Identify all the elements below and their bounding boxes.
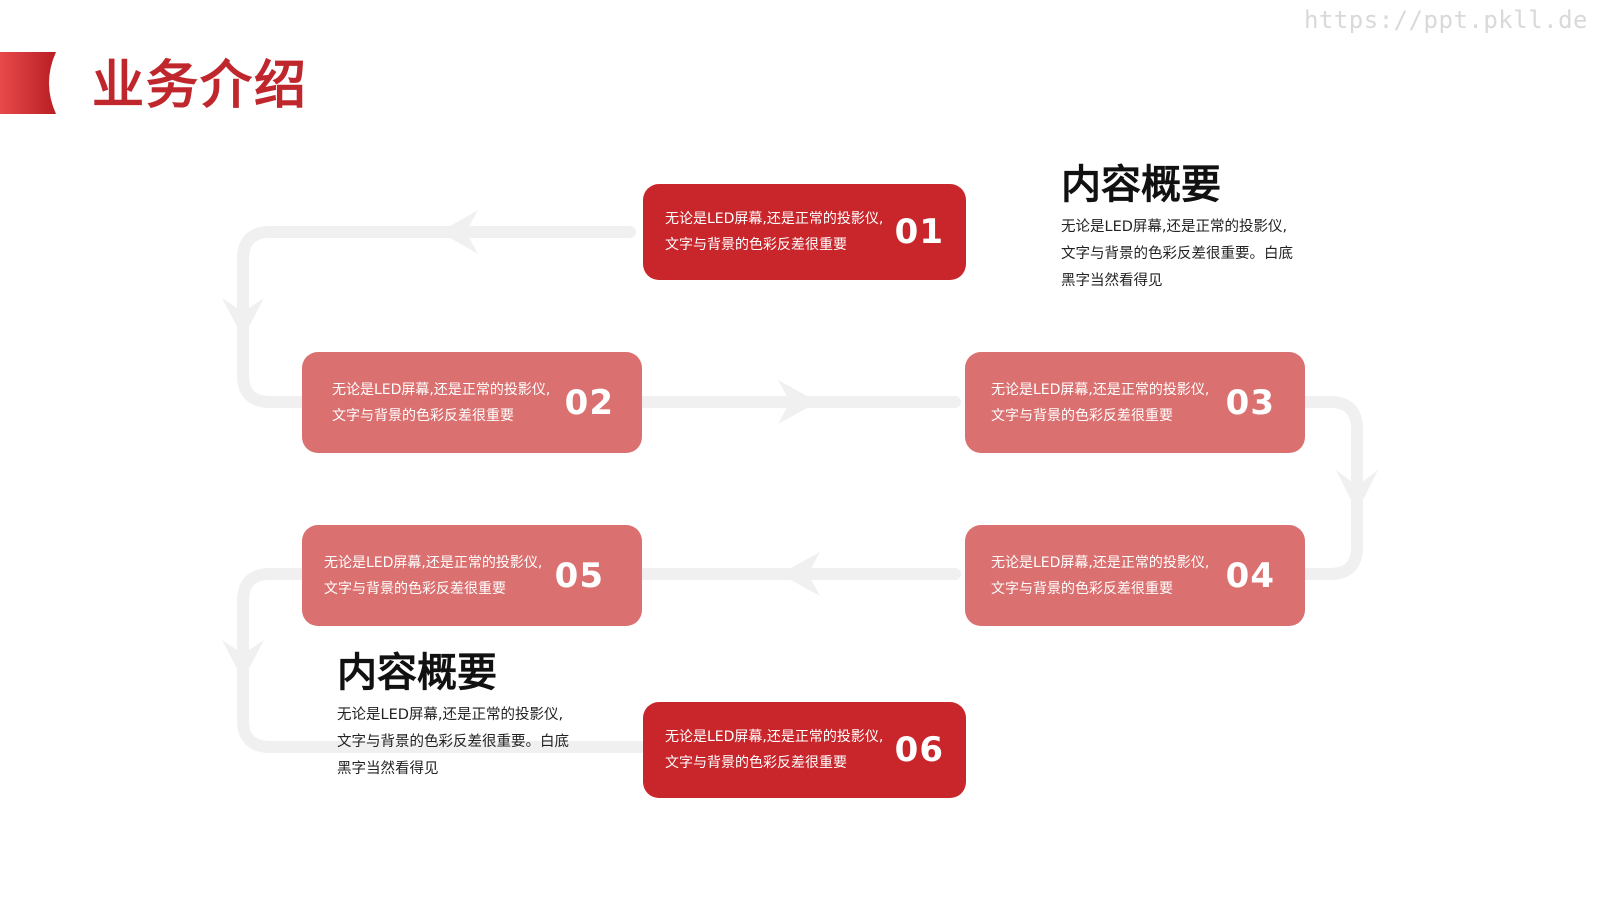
step-number: 03 [1225, 382, 1275, 423]
step-card-01: 无论是LED屏幕,还是正常的投影仪,文字与背景的色彩反差很重要 01 [643, 184, 966, 280]
summary-title: 内容概要 [337, 650, 497, 696]
summary-body: 无论是LED屏幕,还是正常的投影仪,文字与背景的色彩反差很重要。白底黑字当然看得… [1061, 219, 1293, 289]
arrow-down-right [1336, 470, 1378, 512]
summary-top: 内容概要 无论是LED屏幕,还是正常的投影仪,文字与背景的色彩反差很重要。白底黑… [1061, 160, 1297, 295]
step-card-03: 无论是LED屏幕,还是正常的投影仪,文字与背景的色彩反差很重要 03 [965, 352, 1305, 453]
arrow-left-top [440, 210, 478, 254]
arrow-down-left-bottom [222, 640, 264, 680]
step-number: 05 [554, 555, 604, 596]
step-text: 无论是LED屏幕,还是正常的投影仪,文字与背景的色彩反差很重要 [665, 211, 884, 253]
summary-title: 内容概要 [1061, 162, 1221, 208]
step-card-06: 无论是LED屏幕,还是正常的投影仪,文字与背景的色彩反差很重要 06 [643, 702, 966, 798]
arrow-left-mid [780, 552, 820, 596]
step-number: 06 [894, 730, 944, 770]
title-accent-shape [0, 52, 56, 114]
step-text: 无论是LED屏幕,还是正常的投影仪,文字与背景的色彩反差很重要 [991, 554, 1210, 597]
step-card-05: 无论是LED屏幕,还是正常的投影仪,文字与背景的色彩反差很重要 05 [302, 525, 642, 626]
watermark-url: https://ppt.pkll.de [1303, 6, 1588, 34]
step-number: 04 [1225, 555, 1275, 596]
step-number: 01 [894, 212, 944, 252]
step-card-04: 无论是LED屏幕,还是正常的投影仪,文字与背景的色彩反差很重要 04 [965, 525, 1305, 626]
summary-body: 无论是LED屏幕,还是正常的投影仪,文字与背景的色彩反差很重要。白底黑字当然看得… [337, 707, 569, 777]
arrow-down-left-top [222, 298, 264, 338]
step-text: 无论是LED屏幕,还是正常的投影仪,文字与背景的色彩反差很重要 [324, 554, 543, 597]
page-title: 业务介绍 [92, 56, 309, 116]
step-card-02: 无论是LED屏幕,还是正常的投影仪,文字与背景的色彩反差很重要 02 [302, 352, 642, 453]
step-text: 无论是LED屏幕,还是正常的投影仪,文字与背景的色彩反差很重要 [332, 381, 551, 424]
step-text: 无论是LED屏幕,还是正常的投影仪,文字与背景的色彩反差很重要 [665, 729, 884, 771]
arrow-right-mid [778, 380, 818, 424]
summary-bottom: 内容概要 无论是LED屏幕,还是正常的投影仪,文字与背景的色彩反差很重要。白底黑… [337, 648, 573, 783]
step-text: 无论是LED屏幕,还是正常的投影仪,文字与背景的色彩反差很重要 [991, 381, 1210, 424]
step-number: 02 [564, 382, 614, 423]
